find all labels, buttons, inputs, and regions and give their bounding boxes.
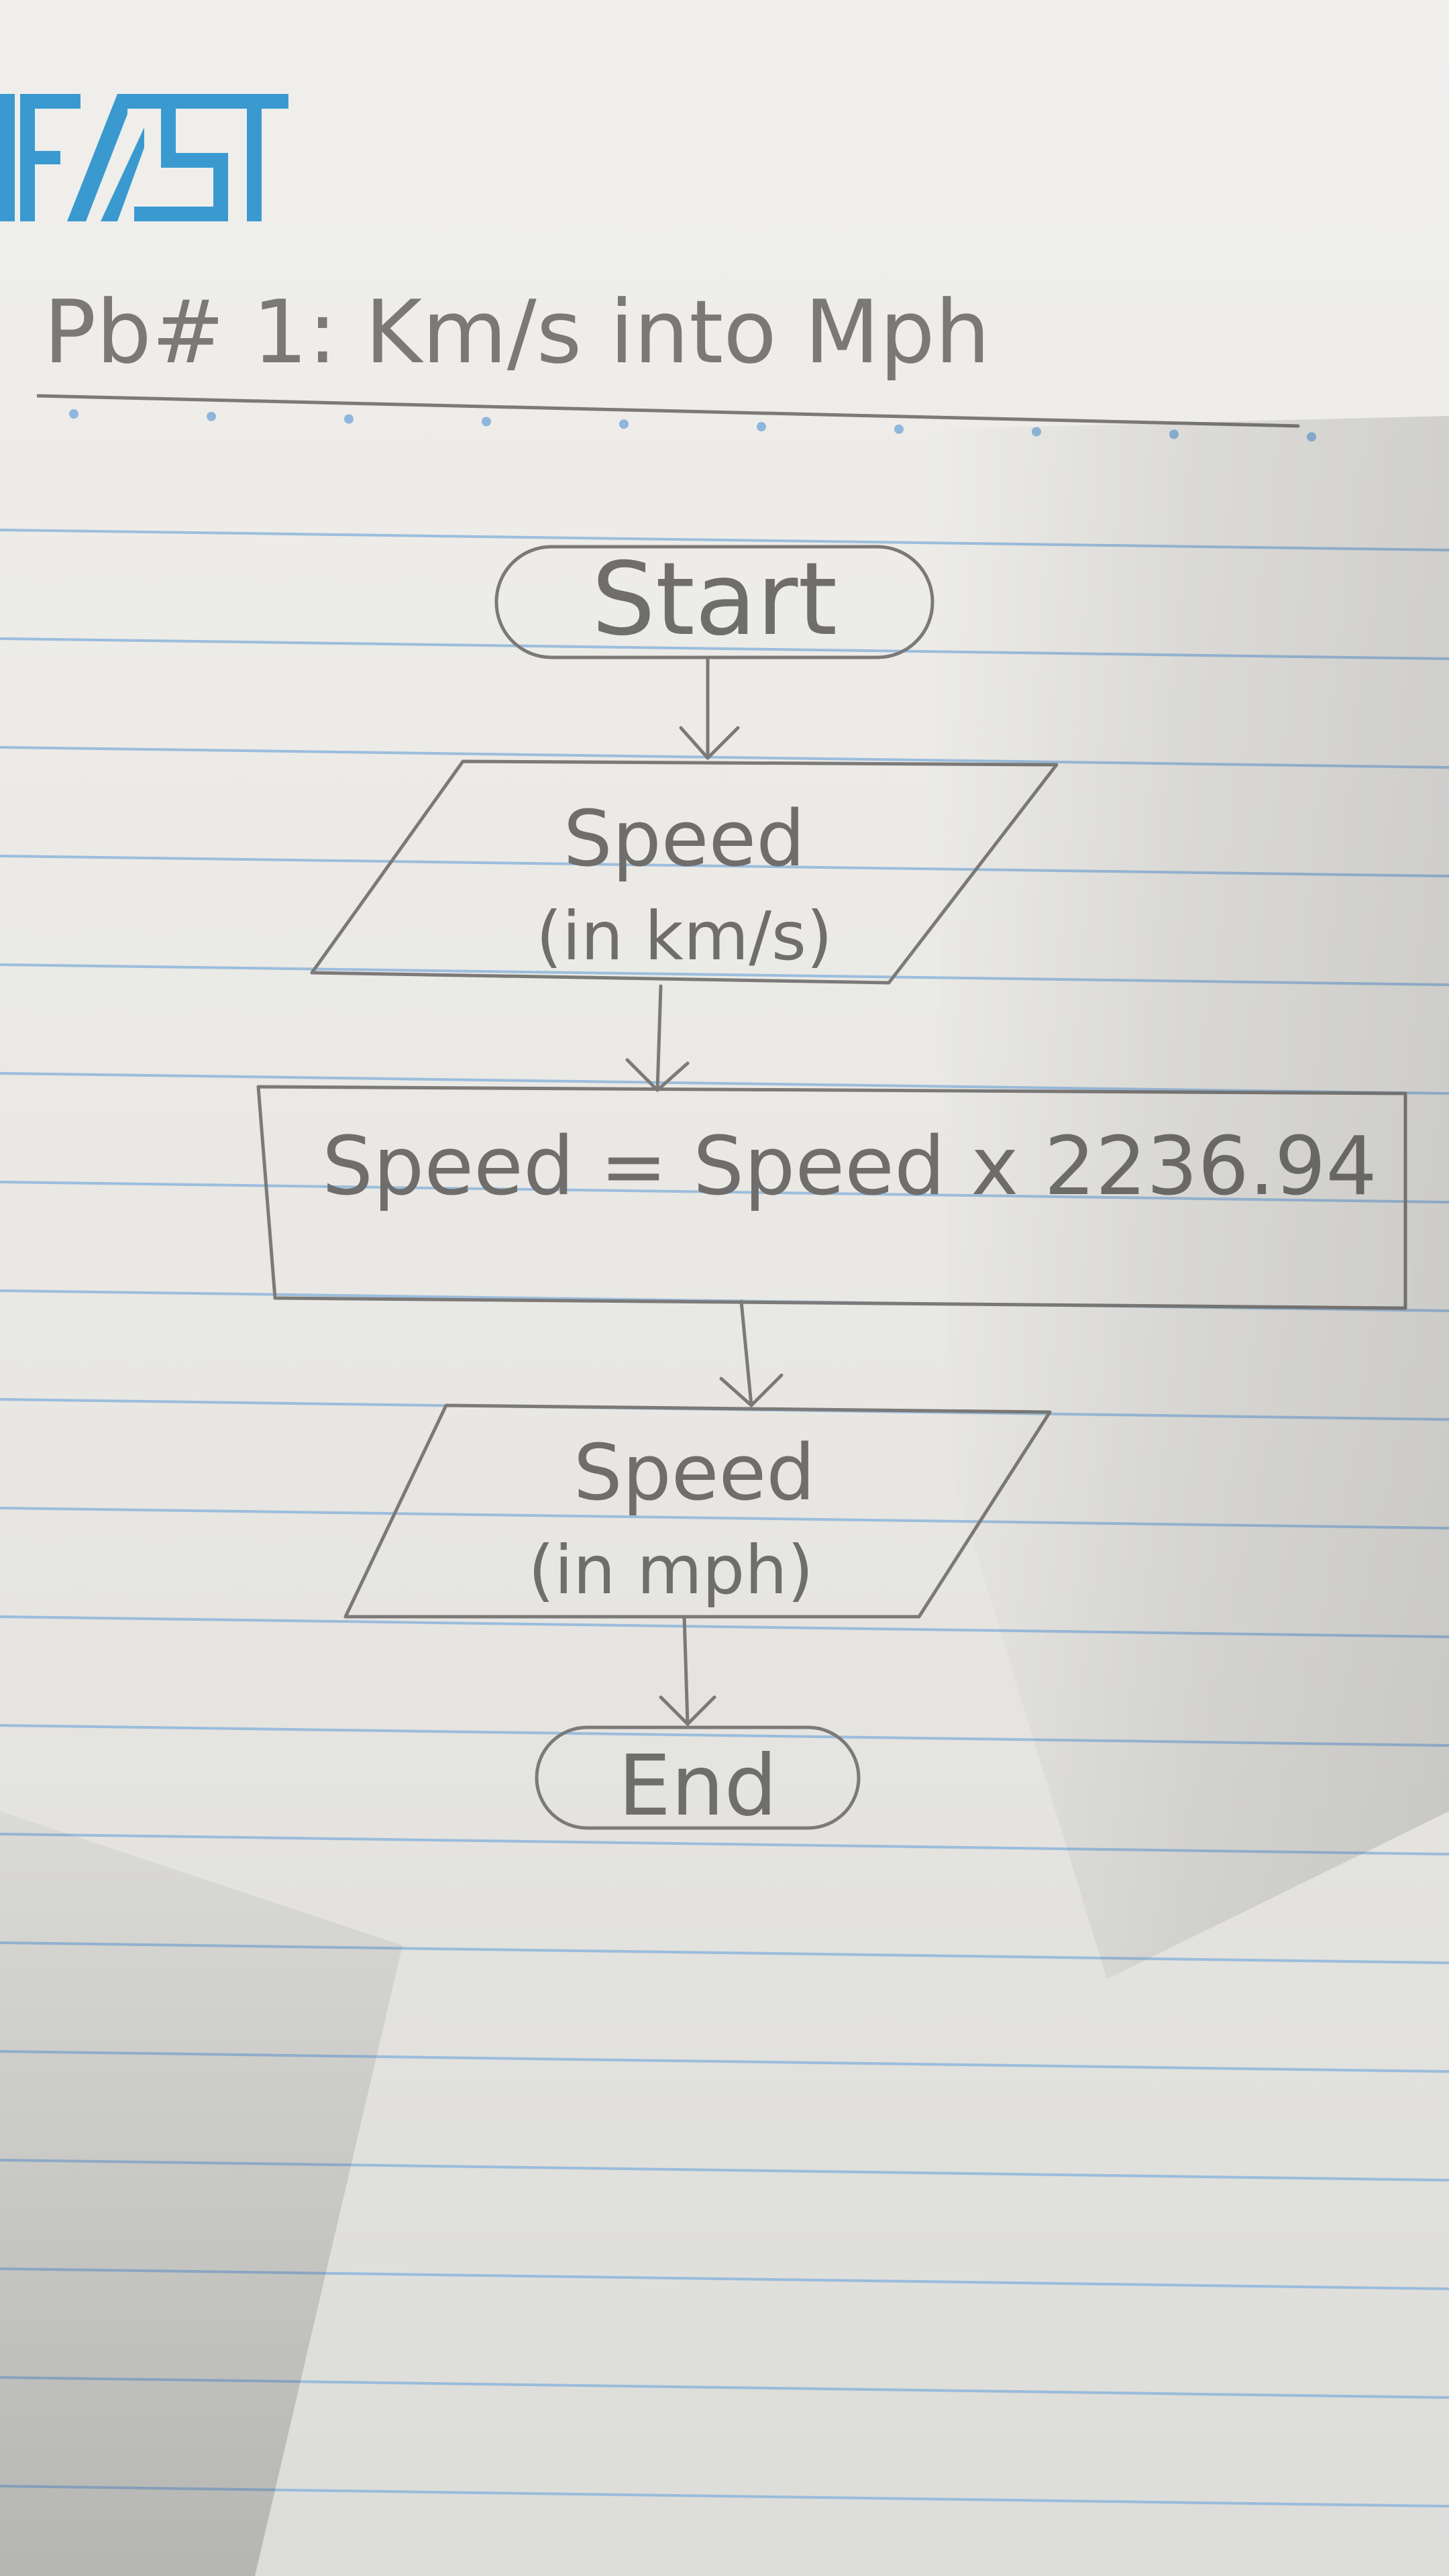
rule-dot: [207, 411, 216, 421]
rule-dot: [69, 409, 78, 419]
output-label-line2: (in mph): [528, 1531, 813, 1609]
end-terminator: End: [535, 1725, 861, 1835]
process-box: Speed = Speed x 2236.94: [256, 1085, 1407, 1310]
rule-dot: [344, 414, 354, 424]
input-label-line2: (in km/s): [536, 897, 833, 975]
start-terminator: Start: [494, 541, 934, 659]
input-parallelogram: Speed (in km/s): [310, 759, 1059, 985]
arrow-input-to-process: [625, 984, 690, 1092]
start-label: Start: [592, 541, 837, 658]
fast-logo: [0, 94, 288, 221]
rule-dot: [757, 422, 766, 432]
output-label-line1: Speed: [574, 1428, 816, 1518]
output-parallelogram: Speed (in mph): [343, 1403, 1052, 1619]
arrow-output-to-end: [659, 1615, 716, 1726]
heading: Pb# 1: Km/s into Mph: [37, 281, 1300, 428]
arrow-start-to-input: [679, 655, 740, 760]
rule-dot: [894, 424, 904, 434]
input-label-line1: Speed: [564, 794, 806, 884]
process-label: Speed = Speed x 2236.94: [322, 1120, 1377, 1214]
end-label: End: [618, 1737, 777, 1835]
heading-text: Pb# 1: Km/s into Mph: [44, 281, 990, 383]
arrow-process-to-output: [719, 1299, 784, 1407]
rule-dot: [482, 417, 491, 427]
rule-dot: [619, 419, 629, 429]
